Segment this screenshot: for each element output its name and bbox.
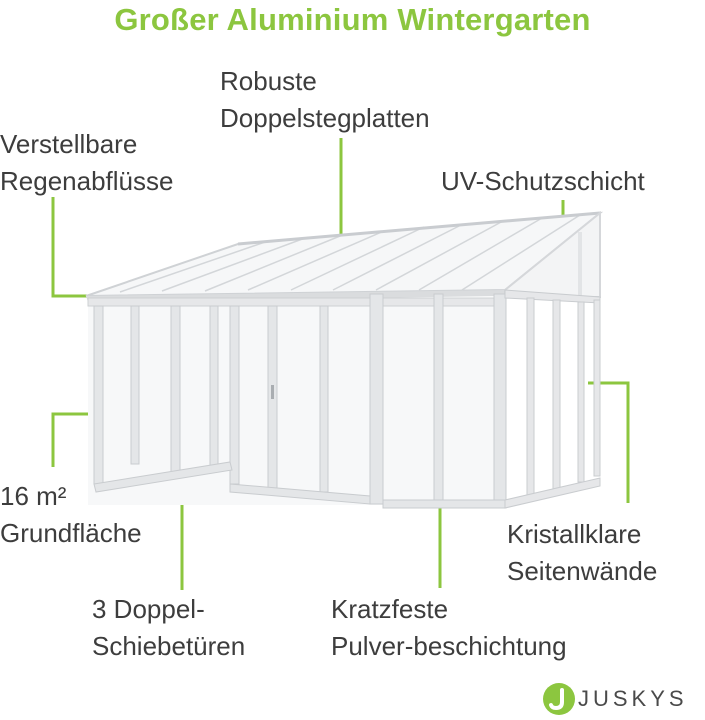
label-area: 16 m² Grundfläche — [0, 481, 142, 548]
label-walls: Kristallklare Seitenwände — [507, 519, 658, 586]
callout-lines — [51, 138, 630, 590]
callout-line-area — [51, 412, 98, 467]
label-uv: UV-Schutzschicht — [441, 166, 645, 196]
label-gutters: Verstellbare Regenabflüsse — [0, 129, 174, 196]
side-walls — [504, 289, 601, 509]
label-roof-panels: Robuste Doppelstegplatten — [220, 66, 430, 133]
label-coating: Kratzfeste Pulver-beschichtung — [331, 594, 567, 661]
page-title: Großer Aluminium Wintergarten — [114, 2, 591, 37]
label-doors: 3 Doppel- Schiebetüren — [92, 594, 246, 661]
callout-line-walls — [588, 381, 630, 503]
juskys-logo-icon — [543, 683, 575, 715]
callout-line-gutters — [51, 197, 88, 298]
front-wall — [87, 293, 507, 509]
brand-name: JUSKYS — [578, 686, 688, 711]
